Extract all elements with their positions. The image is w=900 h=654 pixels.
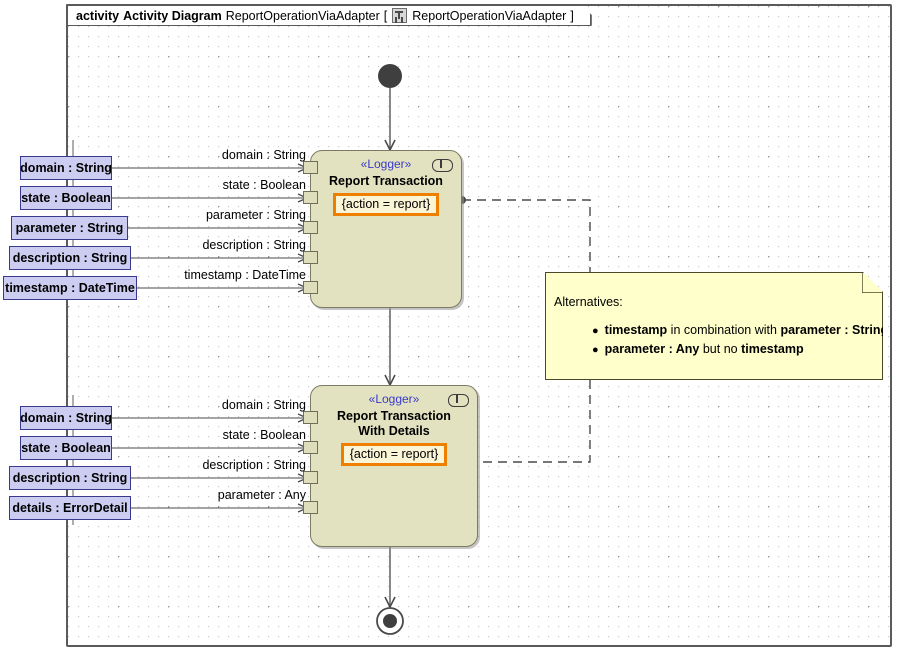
action2-constraint: {action = report}: [340, 443, 448, 466]
edge-label-domain-2: domain : String: [221, 398, 306, 412]
frame-keyword: activity: [76, 8, 120, 23]
pin-description-2[interactable]: [303, 471, 318, 484]
note-item-0-part2: in combination with: [667, 323, 781, 337]
param-box-state-2[interactable]: state : Boolean: [20, 436, 112, 460]
behavior-icon: [432, 159, 453, 172]
pin-description-1[interactable]: [303, 251, 318, 264]
pin-domain-2[interactable]: [303, 411, 318, 424]
alternatives-note[interactable]: Alternatives: ● timestamp in combination…: [545, 272, 883, 380]
action2-name-line2: With Details: [358, 424, 430, 438]
pin-parameter-1[interactable]: [303, 221, 318, 234]
pin-state-2[interactable]: [303, 441, 318, 454]
note-fold-icon: [862, 273, 882, 293]
action2-name-line1: Report Transaction: [337, 409, 451, 423]
frame-diagram-name: ReportOperationViaAdapter: [225, 8, 380, 23]
note-item-1-part3: timestamp: [741, 342, 804, 356]
bullet-icon: ●: [592, 344, 599, 356]
action1-name: Report Transaction: [329, 174, 443, 188]
action1-constraint-wrap: {action = report}: [311, 189, 461, 216]
pin-timestamp-1[interactable]: [303, 281, 318, 294]
pin-parameter-any-2[interactable]: [303, 501, 318, 514]
edge-label-domain-1: domain : String: [221, 148, 306, 162]
param-box-description-2[interactable]: description : String: [9, 466, 131, 490]
note-item-0-part1: timestamp: [604, 323, 668, 337]
param-box-details-2[interactable]: details : ErrorDetail: [9, 496, 131, 520]
edge-label-parameter-any-2: parameter : Any: [217, 488, 306, 502]
note-title: Alternatives:: [554, 295, 623, 309]
note-list-item: ● parameter : Any but no timestamp: [592, 340, 888, 359]
frame-bracket-open: [: [383, 8, 388, 23]
frame-context-name: ReportOperationViaAdapter: [412, 8, 567, 23]
frame-diagram-type: Activity Diagram: [123, 8, 222, 23]
param-box-domain-2[interactable]: domain : String: [20, 406, 112, 430]
note-list: ● timestamp in combination with paramete…: [592, 321, 888, 359]
frame-bracket-close: ]: [570, 8, 574, 23]
note-item-0-part3: parameter : String: [780, 323, 889, 337]
edge-label-state-2: state : Boolean: [222, 428, 306, 442]
param-box-state-1[interactable]: state : Boolean: [20, 186, 112, 210]
param-box-parameter-1[interactable]: parameter : String: [11, 216, 128, 240]
activity-diagram-icon: [392, 8, 407, 23]
diagram-frame-header: activity Activity Diagram ReportOperatio…: [66, 4, 592, 26]
action2-stereotype: «Logger»: [368, 392, 420, 406]
edge-label-description-2: description : String: [202, 458, 306, 472]
pin-state-1[interactable]: [303, 191, 318, 204]
note-item-1-part2: but no: [699, 342, 742, 356]
param-box-description-1[interactable]: description : String: [9, 246, 131, 270]
action-report-transaction-with-details[interactable]: «Logger» Report Transaction With Details…: [310, 385, 478, 547]
edge-label-parameter-1: parameter : String: [205, 208, 306, 222]
pin-domain-1[interactable]: [303, 161, 318, 174]
bullet-icon: ●: [592, 325, 599, 337]
action1-constraint: {action = report}: [332, 193, 440, 216]
note-list-item: ● timestamp in combination with paramete…: [592, 321, 888, 340]
param-box-timestamp-1[interactable]: timestamp : DateTime: [3, 276, 137, 300]
param-box-domain-1[interactable]: domain : String: [20, 156, 112, 180]
action2-constraint-wrap: {action = report}: [311, 439, 477, 466]
note-item-1-part1: parameter : Any: [604, 342, 700, 356]
action1-stereotype: «Logger»: [360, 157, 412, 171]
behavior-icon: [448, 394, 469, 407]
edge-label-state-1: state : Boolean: [222, 178, 306, 192]
action-report-transaction[interactable]: «Logger» Report Transaction {action = re…: [310, 150, 462, 308]
edge-label-timestamp-1: timestamp : DateTime: [184, 268, 306, 282]
edge-label-description-1: description : String: [202, 238, 306, 252]
